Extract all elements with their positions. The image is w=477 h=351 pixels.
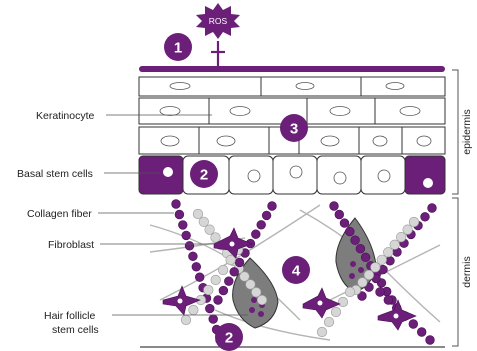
svg-text:Keratinocyte: Keratinocyte <box>36 110 95 122</box>
hair-follicle-right <box>336 218 376 292</box>
chain-bead <box>219 286 228 295</box>
basal-stem-cell-left <box>139 156 183 194</box>
chain-bead <box>358 278 368 288</box>
svg-text:Basal stem cells: Basal stem cells <box>17 168 93 180</box>
chain-bead <box>178 221 187 230</box>
ros-label: ROS <box>209 16 228 26</box>
chain-bead <box>345 287 355 297</box>
chain-bead <box>189 252 198 261</box>
chain-bead <box>226 255 236 265</box>
chain-bead <box>257 295 267 305</box>
chain-bead <box>356 244 365 253</box>
chain-bead <box>257 220 266 229</box>
chain-bead <box>340 219 349 228</box>
chain-bead <box>195 273 204 282</box>
chain-bead <box>371 263 381 273</box>
svg-text:stem cells: stem cells <box>52 324 99 336</box>
chain-bead <box>335 210 344 219</box>
chain-bead <box>421 212 430 221</box>
ros-starburst: ROS <box>196 3 240 39</box>
chain-bead <box>409 320 418 329</box>
basal-layer <box>139 156 445 194</box>
chain-bead <box>409 217 419 227</box>
epidermis-label: epidermis <box>461 109 473 155</box>
basal-stem-cell-right <box>405 156 445 194</box>
svg-text:Hair follicle: Hair follicle <box>44 310 96 322</box>
chain-bead <box>331 307 341 317</box>
chain-bead <box>428 204 437 213</box>
svg-text:1: 1 <box>174 40 182 57</box>
chain-bead <box>218 265 228 275</box>
chain-bead <box>262 211 271 220</box>
bracket-epidermis <box>452 70 458 194</box>
chain-bead <box>182 231 191 240</box>
chain-bead <box>317 327 327 337</box>
chain-bead <box>230 267 239 276</box>
chain-bead <box>205 225 215 235</box>
chain-bead <box>268 202 277 211</box>
badge-4: 4 <box>282 256 310 284</box>
chain-bead <box>351 236 360 245</box>
chain-bead <box>390 240 400 250</box>
chain-bead <box>403 225 413 235</box>
dermis-label: dermis <box>461 256 473 288</box>
chain-bead <box>214 296 223 305</box>
inhibition-symbol <box>211 41 225 66</box>
chain-bead <box>209 315 218 324</box>
chain-bead <box>383 247 393 257</box>
svg-text:Fibroblast: Fibroblast <box>48 239 94 251</box>
chain-bead <box>251 230 260 239</box>
chain-bead <box>330 202 339 211</box>
svg-text:2: 2 <box>225 330 233 347</box>
chain-bead <box>361 253 370 262</box>
chain-bead <box>175 210 184 219</box>
svg-text:3: 3 <box>290 121 298 138</box>
svg-text:Collagen fiber: Collagen fiber <box>27 208 92 220</box>
svg-text:4: 4 <box>292 263 301 280</box>
stratum-corneum <box>139 66 445 72</box>
bracket-dermis <box>452 198 458 346</box>
chain-bead <box>181 315 191 325</box>
badge-2-follicle: 2 <box>215 323 243 351</box>
chain-bead <box>324 317 334 327</box>
chain-bead <box>384 296 393 305</box>
chain-bead <box>224 277 233 286</box>
chain-bead <box>185 241 194 250</box>
chain-bead <box>172 200 181 209</box>
label-collagen-fiber: Collagen fiber <box>27 208 174 220</box>
chain-bead <box>345 227 354 236</box>
chain-bead <box>426 336 435 345</box>
chain-bead <box>386 256 395 265</box>
chain-bead <box>192 262 201 271</box>
chain-bead <box>338 297 348 307</box>
badge-3: 3 <box>280 114 308 142</box>
chain-bead <box>189 305 199 315</box>
chain-bead <box>235 258 244 267</box>
chain-bead <box>376 288 385 297</box>
svg-text:2: 2 <box>200 167 208 184</box>
badge-1: 1 <box>164 33 192 61</box>
chain-bead <box>364 270 374 280</box>
chain-bead <box>211 275 221 285</box>
chain-bead <box>377 255 387 265</box>
badge-2-basal: 2 <box>190 160 218 188</box>
chain-bead <box>240 272 250 282</box>
chain-bead <box>417 328 426 337</box>
chain-bead <box>204 285 214 295</box>
chain-bead <box>396 232 406 242</box>
chain-bead <box>205 304 214 313</box>
